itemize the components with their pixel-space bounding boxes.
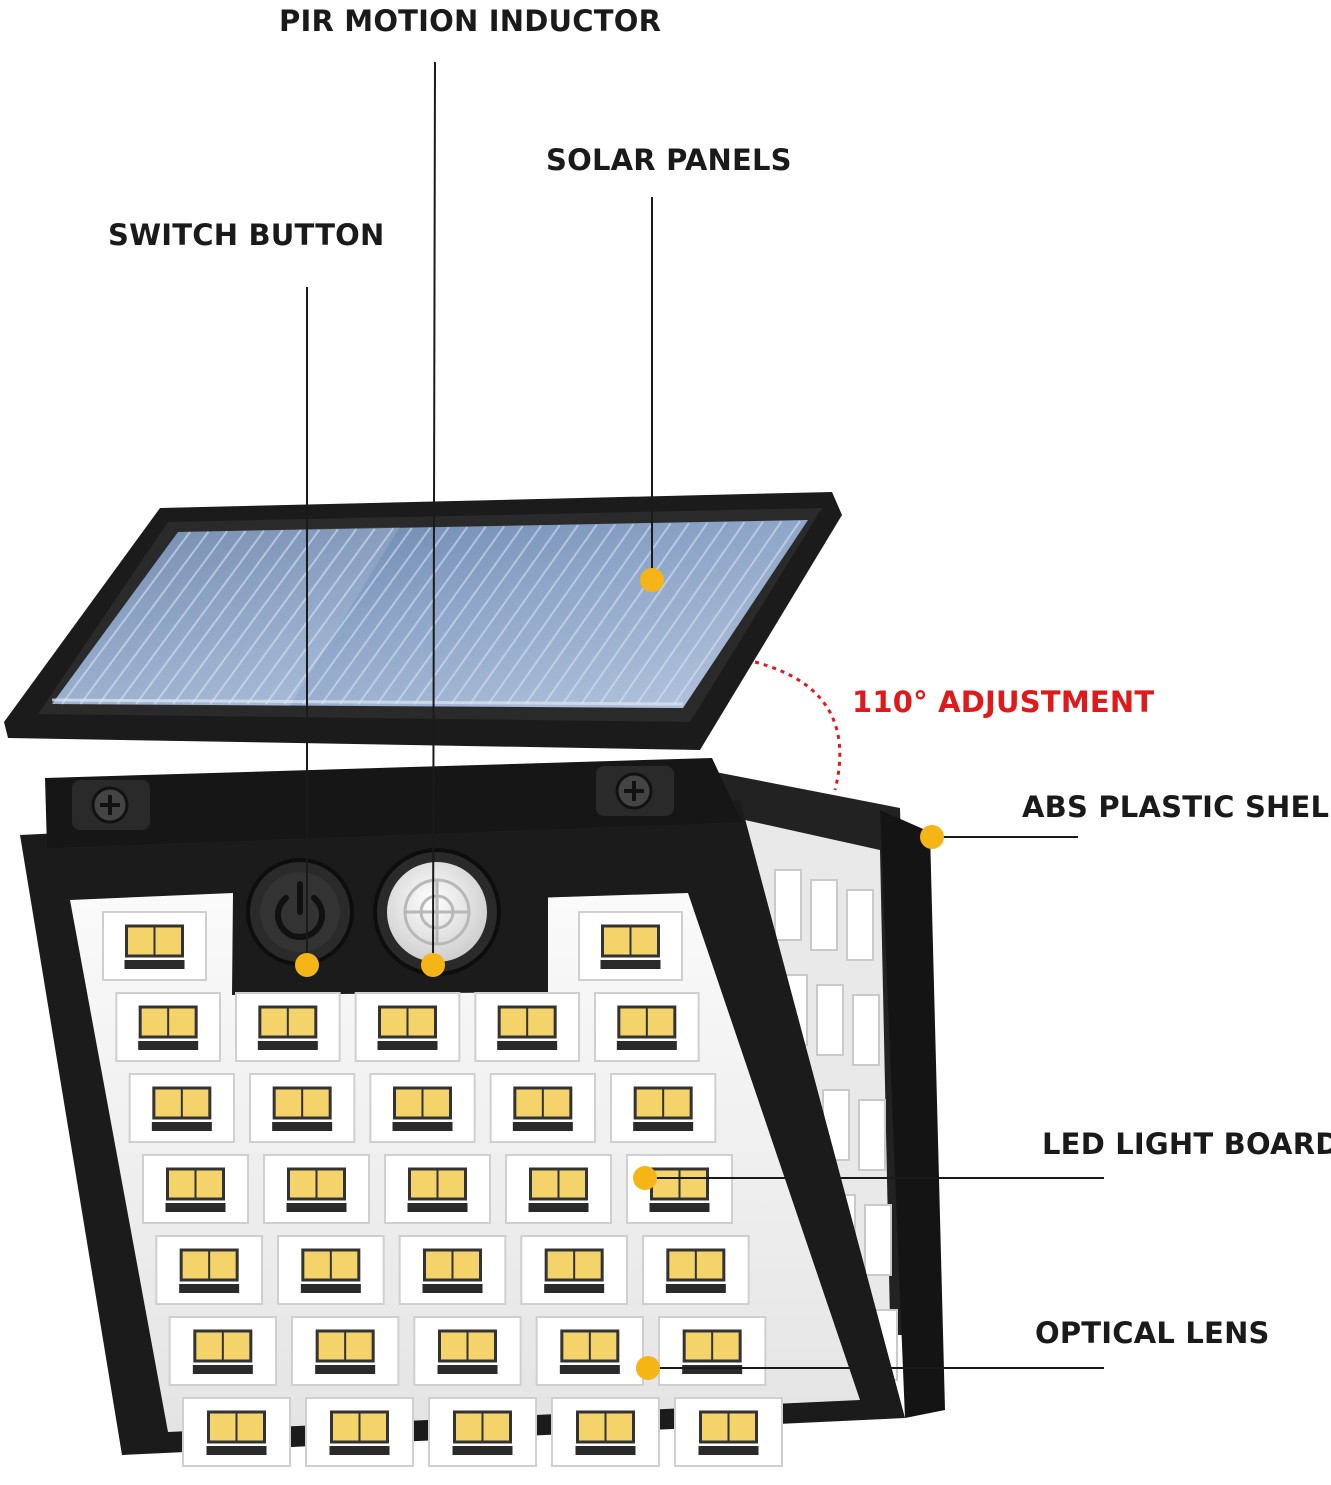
motion-sensor-icon <box>403 878 471 946</box>
led-module <box>489 1073 596 1143</box>
led-module <box>115 992 221 1062</box>
solar-cell-grid <box>51 520 801 706</box>
solar-panels-label: SOLAR PANELS <box>546 143 792 177</box>
led-module <box>369 1073 476 1143</box>
led-module <box>413 1316 522 1386</box>
led-board-callout-dot <box>633 1166 657 1190</box>
led-module <box>658 1316 767 1386</box>
optical-lens-label: OPTICAL LENS <box>1035 1316 1270 1350</box>
switch-button-label: SWITCH BUTTON <box>108 218 385 252</box>
side-led-chip <box>858 1099 886 1171</box>
led-module <box>551 1397 660 1467</box>
led-module <box>505 1154 612 1224</box>
led-module <box>142 1154 249 1224</box>
led-module <box>535 1316 645 1386</box>
side-led-chip <box>864 1204 892 1276</box>
led-module <box>594 992 700 1062</box>
led-module <box>263 1154 370 1224</box>
led-module <box>291 1316 400 1386</box>
abs-plastic-shell <box>880 810 945 1418</box>
led-module <box>168 1316 278 1386</box>
side-led-chip <box>846 889 874 961</box>
led-module <box>428 1397 537 1467</box>
switch-button <box>246 858 354 966</box>
led-module <box>674 1397 783 1467</box>
led-light-board <box>102 911 783 1467</box>
led-module <box>520 1235 628 1305</box>
side-led-chip <box>852 994 880 1066</box>
screw-icon <box>615 772 653 810</box>
adjustment-arc <box>754 660 842 791</box>
led-module <box>642 1235 750 1305</box>
callout-dots <box>295 568 944 1380</box>
led-module <box>610 1073 717 1143</box>
solar-callout-dot <box>640 568 664 592</box>
lens-callout-dot <box>636 1356 660 1380</box>
side-led-chip <box>774 869 802 941</box>
led-module <box>102 911 207 981</box>
hinge-bar <box>45 758 742 848</box>
solar-panel <box>4 492 842 750</box>
led-module <box>305 1397 414 1467</box>
led-module <box>235 992 341 1062</box>
side-led-chip <box>810 879 838 951</box>
led-module <box>128 1073 236 1143</box>
led-light-board-label: LED LIGHT BOARD <box>1042 1127 1331 1161</box>
led-module <box>277 1235 385 1305</box>
led-module <box>155 1235 263 1305</box>
led-module <box>249 1073 356 1143</box>
pir-leader-line <box>432 61 436 966</box>
led-module <box>182 1397 291 1467</box>
side-led-chip <box>816 984 844 1056</box>
pir-motion-inductor-label: PIR MOTION INDUCTOR <box>279 4 662 38</box>
pir-callout-dot <box>421 953 445 977</box>
leader-lines <box>306 61 1104 1369</box>
led-module <box>384 1154 491 1224</box>
screw-icon <box>91 786 129 824</box>
led-module <box>398 1235 507 1305</box>
adjustment-label: 110° ADJUSTMENT <box>852 685 1155 719</box>
led-module <box>354 992 461 1062</box>
power-icon <box>275 881 325 940</box>
abs-plastic-shell-label: ABS PLASTIC SHELL <box>1022 790 1331 824</box>
shell-callout-dot <box>920 825 944 849</box>
led-module <box>578 911 683 981</box>
front-housing <box>20 800 905 1467</box>
led-module <box>474 992 581 1062</box>
switch-callout-dot <box>295 953 319 977</box>
